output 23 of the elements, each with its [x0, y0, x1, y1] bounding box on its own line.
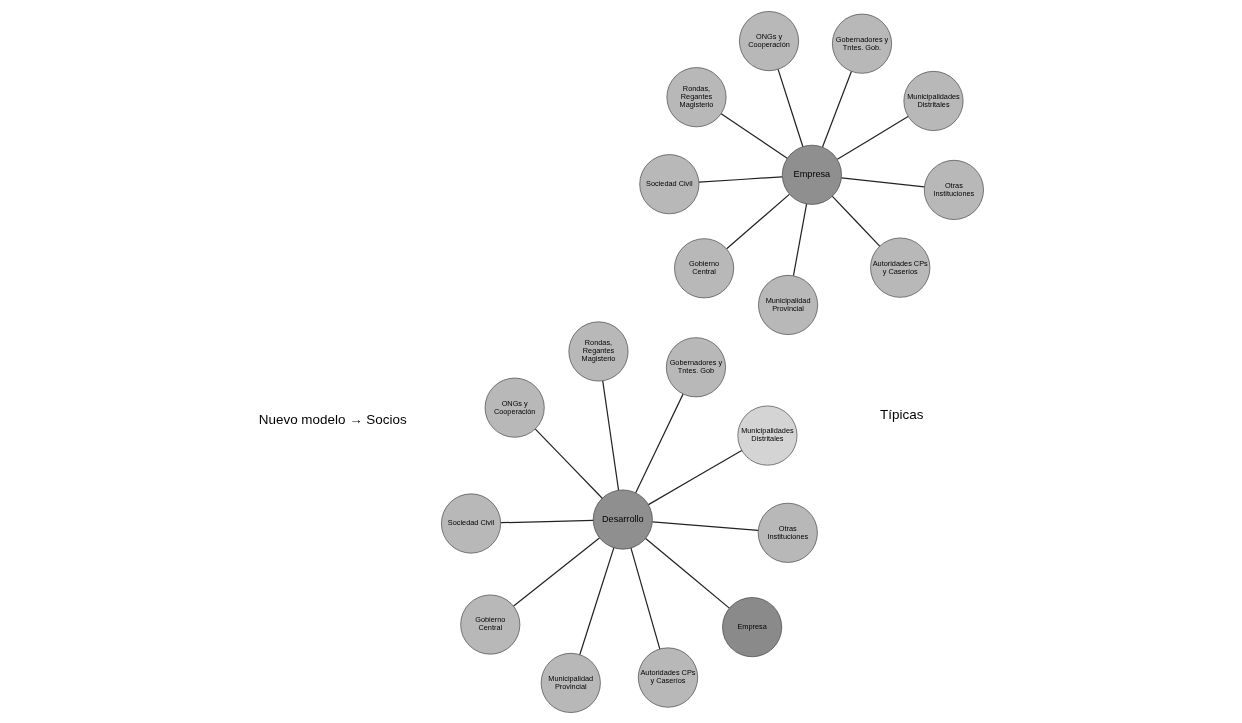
connector	[534, 427, 603, 499]
connector	[777, 68, 804, 147]
connector	[698, 175, 783, 183]
connector	[513, 536, 601, 607]
connector	[647, 449, 743, 505]
connector	[645, 537, 730, 609]
connector	[500, 519, 594, 523]
connector	[726, 193, 790, 249]
connector	[831, 195, 881, 247]
label: Típicas	[880, 406, 924, 422]
connector	[840, 176, 925, 187]
connector	[579, 546, 615, 655]
connector	[651, 520, 759, 531]
connector	[635, 393, 684, 493]
connector	[836, 115, 909, 160]
connector	[602, 379, 620, 491]
connector	[720, 112, 788, 159]
connector	[821, 70, 852, 148]
label: Nuevo modelo → Socios	[258, 411, 407, 427]
node-circle: Empresa	[781, 144, 842, 205]
node-circle: Desarrollo	[592, 489, 653, 549]
connector	[792, 202, 808, 276]
connector	[630, 547, 661, 649]
